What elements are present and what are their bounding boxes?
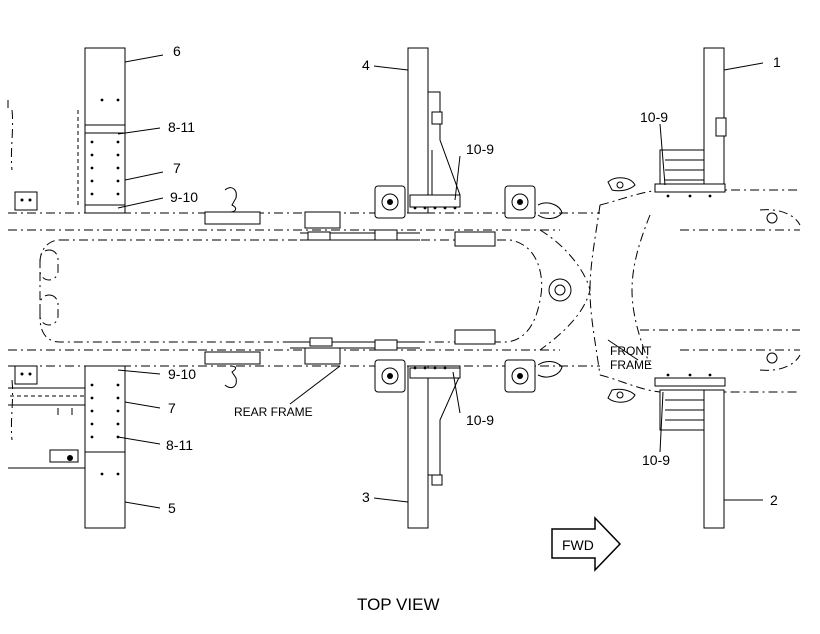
callout-8-11-top: 8-11 (168, 119, 195, 135)
bolt-column-top (90, 98, 120, 196)
callout-7-bottom: 7 (168, 400, 176, 416)
callout-labels: 6 8-11 7 9-10 9-10 7 8-11 5 4 3 10-9 10-… (166, 43, 781, 614)
fender-2 (654, 373, 726, 529)
frame-rails (14, 187, 496, 389)
fender-1 (654, 47, 727, 198)
front-frame-label-line1: FRONT (610, 344, 652, 358)
callout-9-10-top: 9-10 (170, 189, 198, 205)
callout-6: 6 (173, 43, 181, 59)
callout-10-9-front-bottom: 10-9 (642, 452, 670, 468)
rear-left-equipment (8, 387, 85, 469)
callout-9-10-bottom: 9-10 (168, 366, 196, 382)
bolt-column-bottom (90, 383, 120, 476)
rear-frame-label: REAR FRAME (234, 405, 313, 419)
fender-3 (407, 365, 461, 529)
callout-3: 3 (362, 489, 370, 505)
callout-2: 2 (770, 492, 778, 508)
fwd-arrow: FWD (551, 516, 622, 572)
fender-4 (407, 47, 461, 214)
fwd-label: FWD (562, 537, 594, 553)
mount-boxes (374, 185, 563, 393)
callout-5: 5 (168, 500, 176, 516)
pivot-pin (548, 278, 572, 302)
callout-8-11-bottom: 8-11 (166, 437, 193, 453)
front-frame-label-line2: FRAME (610, 358, 652, 372)
callout-4: 4 (362, 57, 370, 73)
leader-lines (117, 54, 764, 509)
fender-6 (77, 47, 126, 214)
callout-10-9-mid-bottom: 10-9 (466, 412, 494, 428)
callout-1: 1 (773, 54, 781, 70)
callout-10-9-front-top: 10-9 (640, 109, 668, 125)
callout-7-top: 7 (173, 160, 181, 176)
fender-5 (84, 365, 126, 529)
view-title: TOP VIEW (357, 595, 440, 614)
callout-10-9-mid-top: 10-9 (466, 141, 494, 157)
